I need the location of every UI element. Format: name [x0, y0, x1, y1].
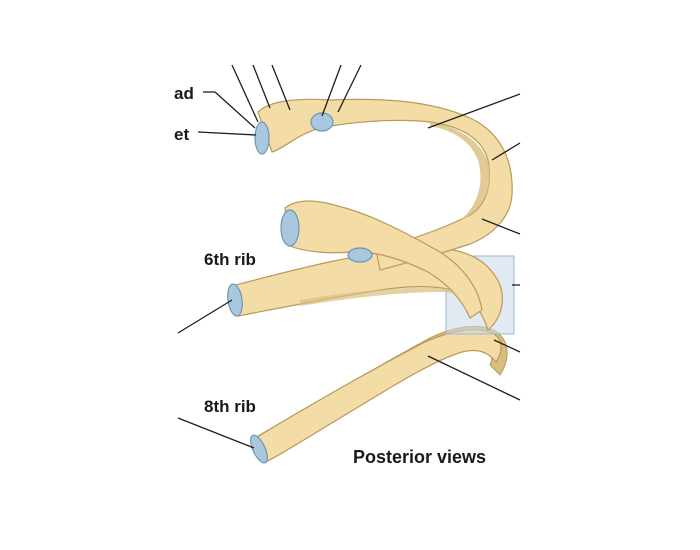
- rib-upper-head-cartilage: [254, 121, 270, 155]
- leader-top-4: [321, 64, 342, 117]
- rib-8: [250, 325, 508, 464]
- label-head-partial: ad: [174, 84, 194, 103]
- rib-6-cartilage-end: [227, 283, 243, 317]
- leader-head-2: [214, 91, 256, 129]
- rib-upper-shade: [430, 122, 491, 222]
- leader-lines: [177, 64, 521, 449]
- rib-8-cartilage-end: [250, 434, 268, 464]
- rib-6-head-cartilage: [280, 209, 300, 247]
- label-8th-rib: 8th rib: [204, 397, 256, 416]
- rib-8-shaft: [251, 329, 502, 463]
- leader-right-3: [481, 218, 521, 235]
- label-6th-rib: 6th rib: [204, 250, 256, 269]
- rib-upper-tubercle-facet: [310, 112, 334, 132]
- rib-6-lower-shade: [300, 287, 486, 312]
- leader-top-3: [271, 64, 291, 111]
- rib-upper-shaft: [257, 98, 513, 271]
- leader-left-8th: [177, 417, 255, 449]
- leader-top-5: [337, 64, 362, 113]
- leader-facet: [197, 131, 257, 136]
- label-facet-partial: et: [174, 125, 189, 144]
- label-posterior-views: Posterior views: [353, 447, 486, 467]
- leader-right-1: [427, 93, 521, 129]
- leader-right-6: [427, 355, 521, 401]
- rib-upper: [254, 98, 513, 271]
- leader-top-1: [231, 64, 259, 123]
- rib-6-head: [280, 200, 483, 319]
- leader-right-2: [491, 142, 521, 161]
- leader-right-5: [493, 339, 521, 353]
- leader-top-2: [252, 64, 271, 109]
- rib-6-tubercle-facet: [347, 247, 373, 263]
- leader-left-6th: [177, 299, 233, 334]
